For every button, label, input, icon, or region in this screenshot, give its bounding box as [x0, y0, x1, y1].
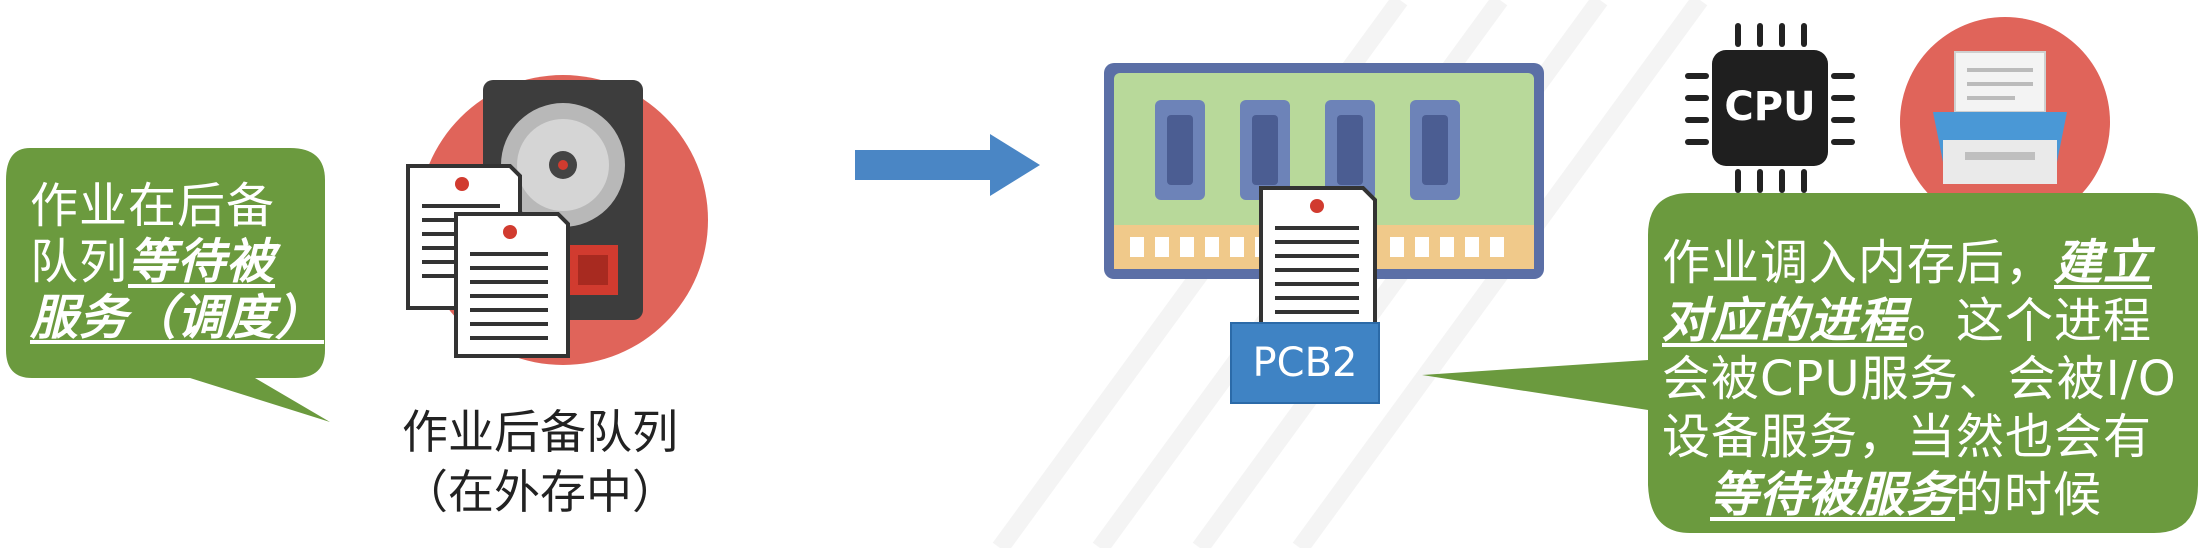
queue-caption: 作业后备队列 （在外存中）	[340, 402, 740, 522]
right-bubble-emphasis-3: 等待被服务	[1710, 467, 1956, 523]
memory-module-icon	[1104, 63, 1544, 279]
left-bubble-text: 作业在后备 队列等待被 服务（调度）	[30, 178, 323, 346]
pcb-document-icon	[1259, 186, 1377, 329]
cpu-label: CPU	[1724, 84, 1816, 130]
left-bubble-emphasis-1: 等待被	[128, 234, 276, 290]
right-bubble-line4: 设备服务，当然也会有	[1662, 409, 2153, 465]
right-bubble-line3: 会被CPU服务、会被I/O	[1662, 351, 2177, 407]
left-bubble-line1: 作业在后备	[30, 178, 276, 234]
document-stack-icon	[406, 164, 570, 358]
queue-caption-line2: （在外存中）	[402, 465, 678, 519]
left-bubble-line2-prefix: 队列	[30, 234, 129, 290]
right-arrow-icon	[855, 134, 1040, 196]
right-bubble-text: 作业调入内存后，建立 对应的进程。这个进程 会被CPU服务、会被I/O 设备服务…	[1662, 234, 2182, 524]
left-bubble-emphasis-2: 服务（调度）	[30, 290, 325, 346]
right-bubble-line1-plain: 作业调入内存后，	[1662, 235, 2055, 291]
right-bubble-line2-plain: 。这个进程	[1907, 293, 2153, 349]
left-speech-bubble	[6, 148, 330, 422]
printer-icon	[1900, 17, 2110, 227]
cpu-chip-icon	[1685, 23, 1855, 193]
pcb-label-box: PCB2	[1230, 322, 1380, 404]
right-bubble-line5-plain: 的时候	[1955, 467, 2103, 523]
queue-caption-line1: 作业后备队列	[402, 405, 678, 459]
right-bubble-emphasis-1: 建立	[2054, 235, 2153, 291]
right-speech-bubble	[1422, 193, 2198, 533]
right-bubble-emphasis-2: 对应的进程	[1662, 293, 1908, 349]
pcb-label: PCB2	[1252, 340, 1358, 386]
